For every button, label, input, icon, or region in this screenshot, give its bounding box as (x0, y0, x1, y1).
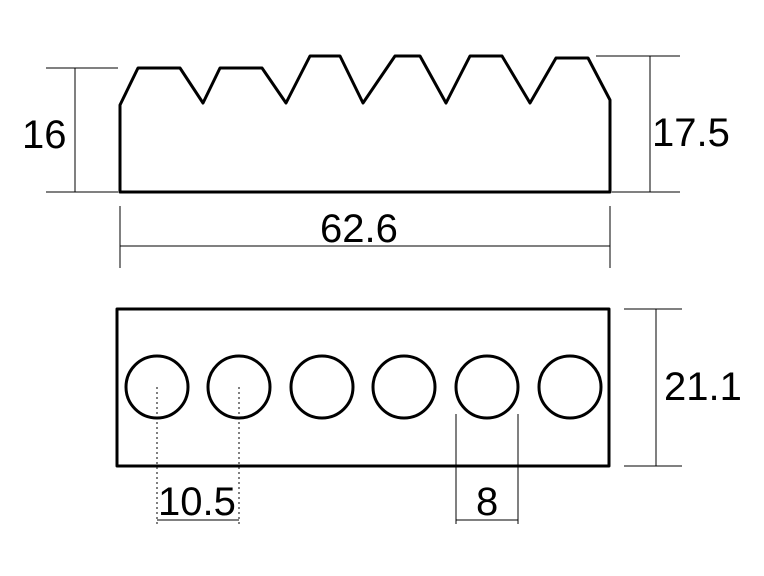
width-label: 62.6 (320, 207, 398, 251)
hole-4 (371, 354, 437, 420)
hole-6 (537, 354, 603, 420)
side-view-profile (118, 54, 612, 194)
hole-5 (454, 354, 520, 420)
top-view-plate (115, 307, 611, 468)
plate-height-label: 21.1 (664, 365, 742, 409)
diameter-label: 8 (476, 480, 498, 524)
right-height-label: 17.5 (652, 111, 730, 155)
hole-3 (289, 354, 355, 420)
pitch-label: 10.5 (158, 480, 236, 524)
left-height-label: 16 (22, 113, 67, 157)
